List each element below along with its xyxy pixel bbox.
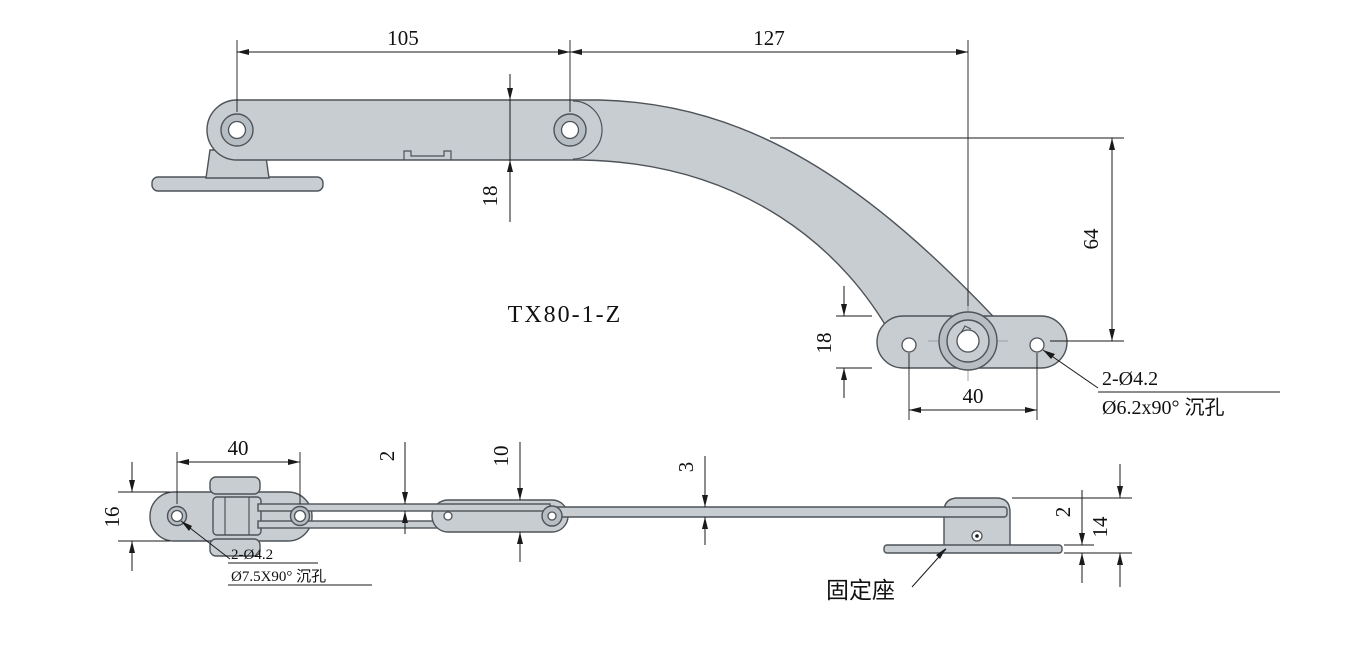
arm-hole-mid (560, 120, 580, 140)
mounting-flange (151, 176, 324, 192)
arrowhead (1025, 407, 1037, 413)
seat-flange (883, 544, 1063, 554)
dim-label: 18 (812, 333, 836, 354)
dim-width-right: 127 (570, 26, 969, 306)
dim-plate-hole-spacing: 40 (176, 436, 301, 504)
arrowhead (570, 49, 582, 55)
arrowhead (129, 541, 135, 553)
bend-notch (403, 150, 452, 160)
arrowhead (1117, 486, 1123, 498)
dim-seat-plate-thickness: 2 (1051, 490, 1094, 583)
hinge-knuckle-bottom (209, 538, 261, 557)
arrowhead (702, 517, 708, 529)
dim-label: 16 (100, 507, 124, 528)
dim-link-width: 10 (489, 442, 523, 562)
dim-base-height: 18 (812, 286, 872, 398)
dim-label: 105 (387, 26, 419, 50)
dim-label: 10 (489, 446, 513, 467)
fixing-seat-callout: 固定座 (826, 548, 947, 603)
side-view-part (151, 99, 1068, 381)
link-hole (443, 511, 453, 521)
arrowhead (507, 88, 513, 100)
leader-arrowhead (936, 548, 946, 559)
dim-label: 18 (478, 186, 502, 207)
dim-label: 40 (963, 384, 984, 408)
dim-base-hole-spacing: 40 (908, 353, 1038, 420)
dim-label: 14 (1088, 516, 1112, 538)
arrowhead (402, 492, 408, 504)
arrowhead (841, 304, 847, 316)
arrowhead (909, 407, 921, 413)
dim-label: 3 (674, 462, 698, 473)
arrowhead (237, 49, 249, 55)
pivot-keyway (960, 325, 972, 334)
arrowhead (1109, 329, 1115, 341)
arrowhead (1109, 138, 1115, 150)
support-arm (206, 99, 1007, 345)
dim-label: 64 (1079, 228, 1103, 250)
dim-strip-thickness: 2 (375, 442, 408, 534)
arrowhead (1117, 553, 1123, 565)
dim-drop-height: 64 (770, 137, 1124, 342)
dim-width-left: 105 (236, 26, 571, 112)
dim-label: 40 (228, 436, 249, 460)
dim-label: 2 (375, 451, 399, 462)
hole-note-line-1: 2-Ø4.2 (1102, 368, 1158, 390)
arrowhead (702, 495, 708, 507)
seat-screw-center (975, 534, 979, 538)
base-mounting-hole-left (901, 337, 917, 353)
arrowhead (517, 532, 523, 544)
arrowhead (288, 459, 300, 465)
hinge-nut-block (212, 496, 262, 536)
arrowhead (507, 160, 513, 172)
arrowhead (1079, 553, 1085, 565)
hole-note-line-2: Ø6.2x90° 沉孔 (1102, 396, 1224, 419)
arrowhead (1079, 533, 1085, 545)
plate-hole-right (293, 509, 307, 523)
arrowhead (517, 488, 523, 500)
dim-label: 2 (1051, 507, 1075, 518)
plan-view-part (149, 476, 1063, 557)
arrowhead (129, 480, 135, 492)
plan-view-hole-note: 2-Ø4.2 Ø7.5X90° 沉孔 (180, 520, 372, 586)
arrowhead (177, 459, 189, 465)
rivet-hole (547, 511, 557, 521)
arrowhead (558, 49, 570, 55)
arrowhead (402, 511, 408, 523)
main-bar (551, 506, 1008, 518)
side-view: 105 127 18 64 (151, 26, 1280, 420)
part-number: TX80-1-Z (508, 302, 623, 328)
dim-bar-thickness: 3 (674, 456, 708, 545)
hole-note-line-2: Ø7.5X90° 沉孔 (231, 568, 326, 585)
hole-note-line-1: 2-Ø4.2 (231, 547, 273, 563)
arm-hole-left (227, 120, 247, 140)
dim-label: 127 (753, 26, 785, 50)
plan-view: 40 16 2-Ø4.2 Ø7.5X90° 沉孔 2 (100, 436, 1132, 603)
hinge-knuckle-top (209, 476, 261, 495)
leader-arrowhead (1043, 350, 1055, 359)
dim-arm-height: 18 (478, 74, 513, 222)
bottom-strip (257, 520, 449, 529)
arrowhead (956, 49, 968, 55)
side-view-hole-note: 2-Ø4.2 Ø6.2x90° 沉孔 (1042, 349, 1280, 419)
fixing-seat-label: 固定座 (826, 578, 895, 603)
base-mounting-hole-right (1029, 337, 1045, 353)
arrowhead (841, 368, 847, 380)
pivot-hole (956, 329, 980, 353)
dim-plate-width: 16 (100, 462, 170, 571)
plate-seam-arc (572, 100, 603, 160)
dim-seat-height: 14 (1012, 464, 1132, 587)
leader-arrowhead (181, 521, 192, 531)
plate-hole-left (170, 509, 184, 523)
